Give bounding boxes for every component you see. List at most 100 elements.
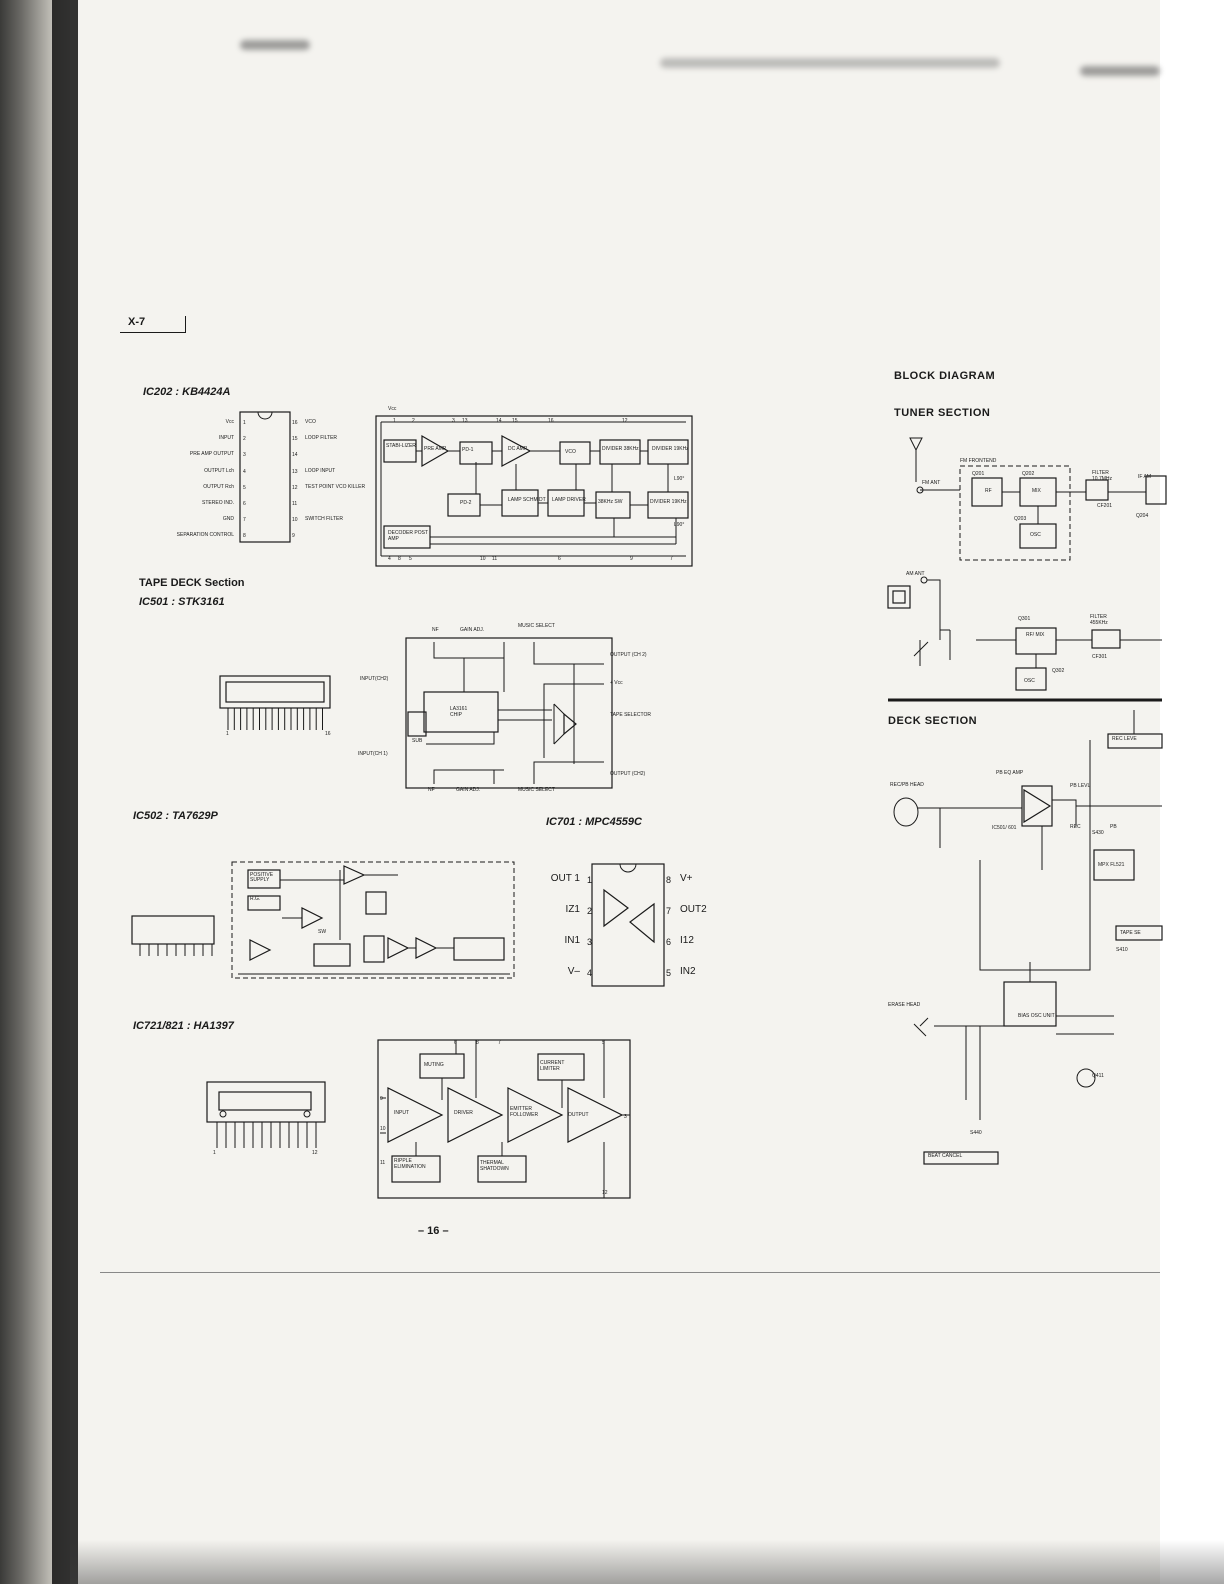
- ic501-output-label: OUTPUT (CH2): [610, 771, 646, 777]
- fm-frontend-label: FM FRONTEND: [960, 458, 997, 464]
- ic721-block-label: OUTPUT: [568, 1112, 589, 1118]
- ic701-left-pin-label: IN1: [564, 935, 580, 946]
- tuner-section-title: TUNER SECTION: [894, 407, 991, 419]
- scan-binding-edge: [0, 0, 78, 1584]
- ic202-top-pin-number: 15: [512, 418, 518, 424]
- ic202-pin-number: 2: [243, 436, 246, 443]
- ic202-side-label: L90°: [674, 476, 685, 482]
- ic701-left-pin-label: OUT 1: [550, 873, 580, 884]
- ic202-top-pin-number: 2: [412, 418, 415, 424]
- tuner-label: Q301: [1018, 616, 1031, 622]
- ic501-bottom-label: GAIN ADJ.: [456, 787, 481, 793]
- ic721-pin-1: 1: [213, 1150, 216, 1156]
- ic701-pin-number: 1: [587, 875, 593, 885]
- ic202-block-label: PD-1: [462, 447, 474, 453]
- ic202-pin-number: 11: [292, 501, 298, 507]
- ic721-block-label: RIPPLE ELIMINATION: [394, 1158, 426, 1170]
- ic701-pin-number: 2: [587, 906, 593, 916]
- ic202-right-pin-label: LOOP INPUT: [305, 467, 336, 474]
- ic202-left-pin-label: PRE AMP OUTPUT: [189, 451, 234, 458]
- ic721-pin-number: 9: [380, 1096, 383, 1102]
- fm-antenna-label: FM ANT: [922, 480, 941, 486]
- tuner-label: FILTER 455KHz: [1090, 614, 1108, 626]
- deck-label: REC/PB HEAD: [890, 782, 924, 788]
- ic721-block-diagram: [377, 1039, 631, 1199]
- deck-label: REC: [1070, 824, 1081, 830]
- ic721-block-label: INPUT: [394, 1110, 409, 1116]
- deck-label: BIAS OSC UNIT: [1018, 1013, 1055, 1019]
- ic202-bottom-pin-number: 10: [480, 556, 486, 562]
- scan-bottom-shadow: [70, 1540, 1224, 1584]
- ic202-block-label: DIVIDER 19KHz: [650, 499, 687, 505]
- tape-deck-section-title: TAPE DECK Section: [139, 577, 245, 589]
- ic501-package: [219, 675, 331, 730]
- ic202-block-label: LAMP SCHMIDT: [508, 497, 546, 503]
- ic502-diagram: [131, 861, 515, 979]
- ic202-pin-number: 6: [243, 501, 246, 507]
- ic721-pin-number: 3: [624, 1114, 627, 1120]
- ic202-bottom-pin-number: 8: [398, 556, 401, 562]
- ic502-block-label: SW: [318, 929, 327, 935]
- ic502-block-label: R.G.: [250, 896, 261, 902]
- ic701-package: [591, 863, 665, 987]
- tuner-label: Q201: [972, 471, 985, 477]
- ic701-right-pin-label: V+: [680, 873, 693, 884]
- page-number: – 16 –: [418, 1225, 449, 1237]
- ic721-block-label: THERMAL SHATDOWN: [480, 1160, 509, 1172]
- tuner-label: Q203: [1014, 516, 1027, 522]
- deck-label: PB EQ AMP: [996, 770, 1024, 776]
- ic202-top-pin-number: 12: [622, 418, 628, 424]
- ic701-right-pin-label: IN2: [680, 966, 696, 977]
- ic202-top-pin-number: 14: [496, 418, 502, 424]
- tuner-label: IF AM: [1138, 474, 1152, 480]
- ic202-right-pin-label: TEST POINT VCO KILLER: [305, 483, 366, 490]
- deck-label: MPX FL521: [1098, 862, 1125, 868]
- ic202-right-pin-label: VCO: [305, 419, 316, 425]
- ic501-bottom-label: MUSIC SELECT: [518, 787, 555, 793]
- ic501-pin-16: 16: [325, 731, 331, 737]
- ic701-pin-number: 4: [587, 968, 593, 978]
- deck-label: S430: [1092, 830, 1104, 836]
- tuner-label: Q302: [1052, 668, 1065, 674]
- ic721-pin-number: 8: [476, 1040, 479, 1046]
- deck-label: S410: [1116, 947, 1128, 953]
- ic721-pin-12: 12: [312, 1150, 318, 1156]
- scan-smudge: [240, 40, 310, 50]
- ic502-title: IC502 : TA7629P: [133, 810, 218, 822]
- ic202-block-label: PD-2: [460, 500, 472, 506]
- ic701-pin-number: 3: [587, 937, 593, 947]
- deck-label: BEAT CANCEL: [928, 1153, 963, 1159]
- ic701-pin-number: 6: [666, 937, 672, 947]
- scan-smudge: [1080, 66, 1160, 76]
- ic202-pin-number: 1: [243, 420, 246, 426]
- ic202-pin-number: 5: [243, 484, 246, 491]
- deck-label: PB LEVL: [1070, 783, 1091, 789]
- ic202-pin-number: 8: [243, 533, 246, 540]
- ic501-input-label: INPUT(CH2): [360, 676, 389, 682]
- ic501-input-label: INPUT(CH 1): [358, 751, 388, 757]
- ic202-bottom-pin-number: 7: [670, 556, 673, 562]
- ic202-bottom-pin-number: 4: [388, 556, 391, 562]
- tuner-label: Q204: [1136, 513, 1149, 519]
- ic202-side-label: L90°: [674, 522, 685, 528]
- ic501-internal-circuit: [405, 637, 613, 789]
- ic202-block-label: DECODER POST AMP: [388, 530, 428, 542]
- ic501-output-label: + Vcc: [610, 680, 623, 686]
- ic721-pin-number: 7: [498, 1040, 501, 1046]
- ic202-pin-number: 13: [292, 468, 298, 475]
- ic721-block-label: MUTING: [424, 1062, 444, 1068]
- ic202-left-pin-label: Vcc: [225, 419, 234, 425]
- deck-section-title: DECK SECTION: [888, 715, 978, 727]
- ic202-left-pin-label: OUTPUT Lch: [204, 467, 234, 474]
- tuner-label: RF: [985, 488, 992, 494]
- deck-section-diagram: [893, 710, 1163, 1165]
- ic701-right-pin-label: OUT2: [680, 904, 707, 915]
- page-code: X-7: [120, 316, 187, 333]
- ic721-block-label: EMITTER FOLLOWER: [510, 1106, 539, 1118]
- ic501-output-label: OUTPUT (CH 2): [610, 652, 647, 658]
- ic202-bottom-pin-number: 9: [630, 556, 633, 562]
- ic502-block-label: POSITIVE SUPPLY: [250, 872, 274, 883]
- tuner-label: FILTER 10.7MHz: [1092, 470, 1113, 482]
- deck-label: Q411: [1092, 1073, 1104, 1079]
- ic721-block-label: DRIVER: [454, 1110, 473, 1116]
